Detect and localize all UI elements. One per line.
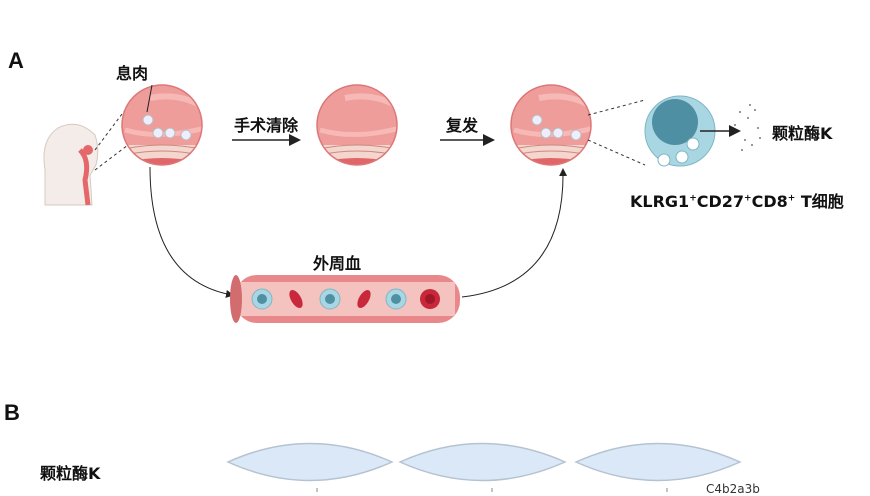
gene-label: C4b2a3b xyxy=(706,482,760,496)
panel-b-shapes xyxy=(226,442,742,492)
zoom-line xyxy=(587,99,646,116)
t-cell-icon xyxy=(644,95,716,167)
zoom-line xyxy=(94,144,129,171)
zoom-line xyxy=(587,139,646,166)
panel-b-granzyme-label: 颗粒酶K xyxy=(40,464,101,483)
patient-head-icon xyxy=(43,123,99,206)
polyp-label: 息肉 xyxy=(116,64,149,83)
blood-vessel xyxy=(230,275,460,323)
from-blood-arrow xyxy=(461,168,568,298)
panel-b-label: B xyxy=(4,400,20,425)
polyp-pointer xyxy=(146,84,153,113)
t-cell-label: KLRG1+CD27+CD8+ T细胞 xyxy=(630,192,844,211)
granzyme-particles xyxy=(734,104,761,151)
panel-a-label: A xyxy=(8,48,24,73)
relapse-label: 复发 xyxy=(446,116,479,135)
peripheral-blood-label: 外周血 xyxy=(313,254,362,273)
zoom-line xyxy=(94,109,126,151)
granzyme-k-label: 颗粒酶K xyxy=(772,124,833,143)
to-blood-arrow xyxy=(149,166,234,298)
surgery-label: 手术清除 xyxy=(234,116,299,135)
